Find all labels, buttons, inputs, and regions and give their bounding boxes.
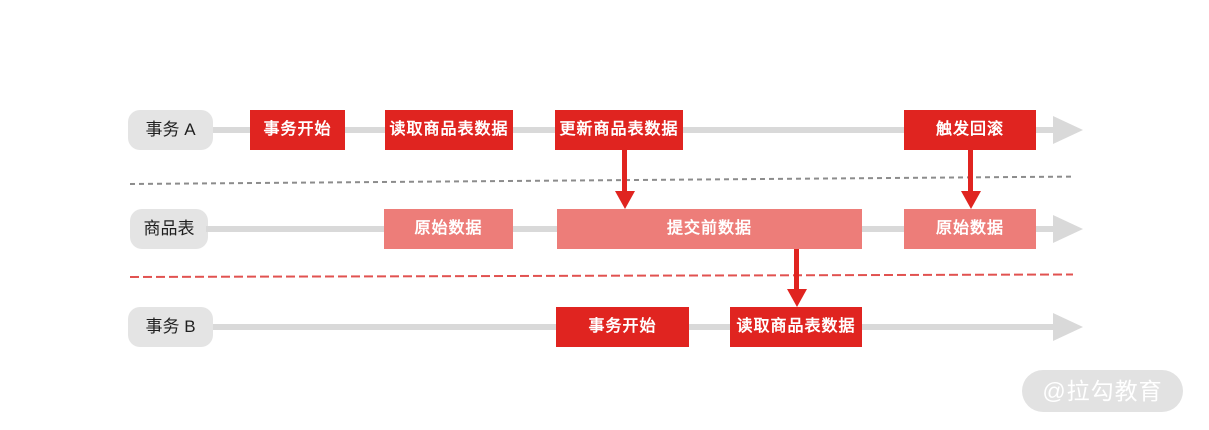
watermark-badge: @拉勾教育 <box>1022 370 1183 412</box>
state-original-data-after: 原始数据 <box>904 209 1036 249</box>
down-arrowhead-icon <box>615 191 635 209</box>
arrow-right-icon <box>1053 313 1083 341</box>
event-read-product-data-b: 读取商品表数据 <box>730 307 862 347</box>
event-transaction-b-start: 事务开始 <box>556 307 689 347</box>
down-arrow-rollback-to-original-icon <box>968 150 973 193</box>
down-arrowhead-icon <box>961 191 981 209</box>
event-trigger-rollback: 触发回滚 <box>904 110 1036 150</box>
separator-dashed-red <box>129 273 1073 278</box>
state-pre-commit-data: 提交前数据 <box>557 209 862 249</box>
row-label-transaction-a: 事务 A <box>128 110 213 150</box>
event-read-product-data-a: 读取商品表数据 <box>385 110 513 150</box>
down-arrow-update-to-precommit-icon <box>622 150 627 193</box>
down-arrowhead-icon <box>787 289 807 307</box>
down-arrow-precommit-to-read-icon <box>794 249 799 291</box>
event-update-product-data: 更新商品表数据 <box>555 110 683 150</box>
arrow-right-icon <box>1053 116 1083 144</box>
event-transaction-a-start: 事务开始 <box>250 110 345 150</box>
arrow-right-icon <box>1053 215 1083 243</box>
state-original-data-before: 原始数据 <box>384 209 513 249</box>
separator-dashed-gray <box>129 175 1073 185</box>
row-label-transaction-b: 事务 B <box>128 307 213 347</box>
row-label-product-table: 商品表 <box>130 209 208 249</box>
